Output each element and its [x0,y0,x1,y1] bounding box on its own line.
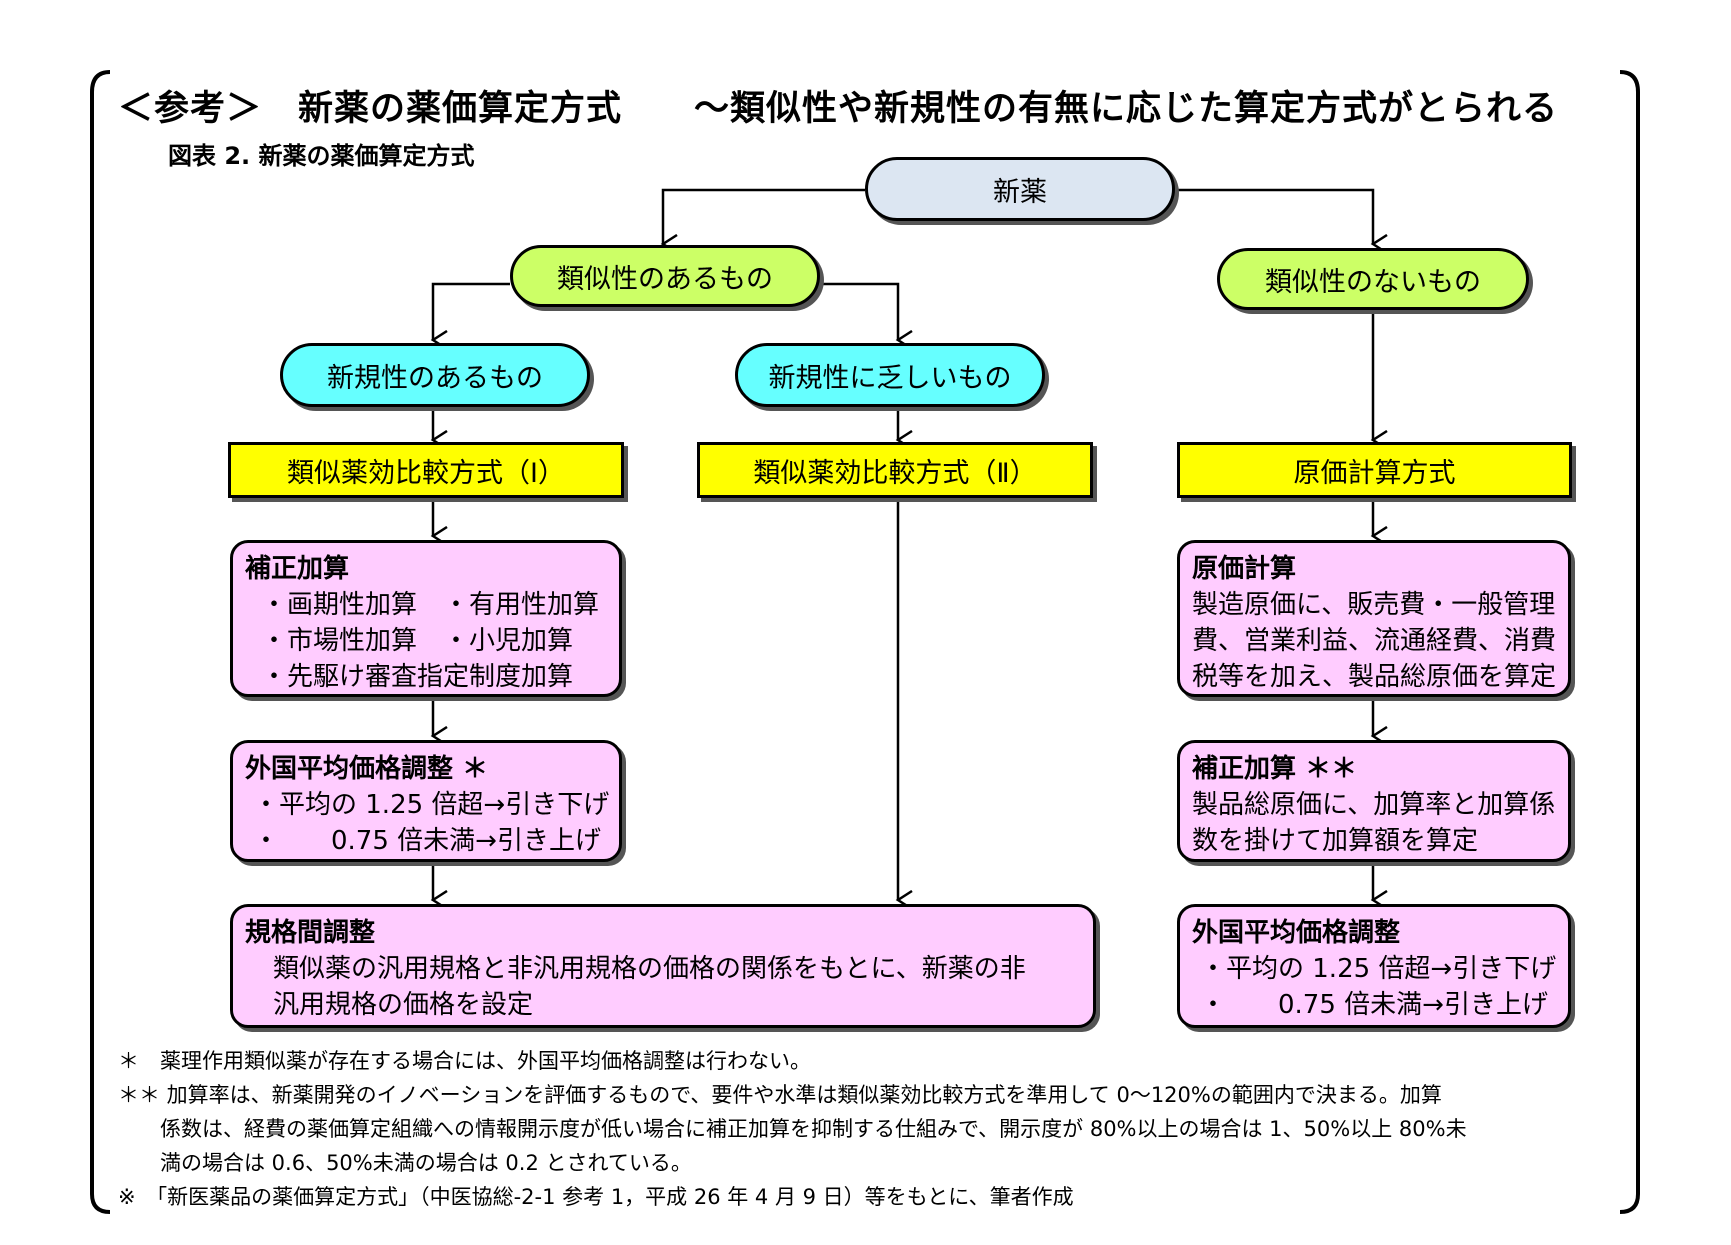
box-heading: 規格間調整 [245,918,376,948]
box-line: ・画期性加算 ・有用性加算 [261,590,600,620]
box-line: ・先駆け審査指定制度加算 [261,662,574,692]
box-standard-adjustment: 規格間調整 類似薬の汎用規格と非汎用規格の価格の関係をもとに、新薬の非 汎用規格… [230,904,1096,1028]
box-line: 製造原価に、販売費・一般管理 [1192,590,1556,620]
method-similar-efficacy-2: 類似薬効比較方式（Ⅱ） [697,442,1093,498]
arrow-similar-lownovel [820,282,898,340]
page-title: ＜参考＞ 新薬の薬価算定方式 ～類似性や新規性の有無に応じた算定方式がとられる [118,89,1559,129]
node-root: 新薬 [865,157,1175,221]
box-heading: 補正加算 ＊＊ [1192,754,1358,784]
arrow-similar-novel [433,282,510,340]
box-heading: 外国平均価格調整 [1192,918,1401,948]
box-correction-addition: 補正加算 ・画期性加算 ・有用性加算 ・市場性加算 ・小児加算 ・先駆け審査指定… [230,540,622,697]
arrow-root-nonsimilar [1175,188,1373,244]
node-similar-no: 類似性のないもの [1217,248,1529,310]
method-cost-calculation: 原価計算方式 [1177,442,1572,498]
node-novel-low: 新規性に乏しいもの [735,343,1045,407]
left-bracket [90,70,111,1214]
method-similar-efficacy-1: 類似薬効比較方式（Ⅰ） [228,442,624,498]
box-foreign-price-adjustment-1: 外国平均価格調整 ＊ ・平均の 1.25 倍超→引き下げ ・ 0.75 倍未満→… [230,740,622,862]
footnote-double-asterisk-1: ＊＊ 加算率は、新薬開発のイノベーションを評価するもので、要件や水準は類似薬効比… [118,1083,1442,1107]
box-line: ・市場性加算 ・小児加算 [261,626,574,656]
footnote-asterisk: ＊ 薬理作用類似薬が存在する場合には、外国平均価格調整は行わない。 [118,1049,811,1073]
box-line: 類似薬の汎用規格と非汎用規格の価格の関係をもとに、新薬の非 [273,954,1026,984]
box-correction-addition-2: 補正加算 ＊＊ 製品総原価に、加算率と加算係 数を掛けて加算額を算定 [1177,740,1571,862]
box-line: ・ 0.75 倍未満→引き上げ [1200,990,1548,1020]
node-similar-yes: 類似性のあるもの [510,245,820,307]
box-heading: 外国平均価格調整 ＊ [245,754,489,784]
footnote-double-asterisk-2: 係数は、経費の薬価算定組織への情報開示度が低い場合に補正加算を抑制する仕組みで、… [118,1117,1467,1141]
right-bracket [1619,70,1640,1214]
figure-caption: 図表 2. 新薬の薬価算定方式 [168,142,475,170]
box-cost-calculation: 原価計算 製造原価に、販売費・一般管理 費、営業利益、流通経費、消費 税等を加え… [1177,540,1571,697]
box-line: 数を掛けて加算額を算定 [1192,826,1479,856]
box-line: 費、営業利益、流通経費、消費 [1192,626,1557,656]
box-line: 汎用規格の価格を設定 [273,990,534,1020]
box-heading: 原価計算 [1192,554,1297,584]
box-line: 税等を加え、製品総原価を算定 [1192,662,1557,692]
box-line: ・平均の 1.25 倍超→引き下げ [253,790,610,820]
box-line: ・平均の 1.25 倍超→引き下げ [1200,954,1557,984]
box-line: 製品総原価に、加算率と加算係 [1192,790,1556,820]
box-heading: 補正加算 [245,554,350,584]
box-line: ・ 0.75 倍未満→引き上げ [253,826,601,856]
node-novel-yes: 新規性のあるもの [280,343,590,407]
box-foreign-price-adjustment-2: 外国平均価格調整 ・平均の 1.25 倍超→引き下げ ・ 0.75 倍未満→引き… [1177,904,1571,1028]
footnote-double-asterisk-3: 満の場合は 0.6、50%未満の場合は 0.2 とされている。 [118,1151,692,1175]
footnote-source: ※ 「新医薬品の薬価算定方式」（中医協総-2-1 参考 1，平成 26 年 4 … [118,1185,1074,1209]
arrow-root-similar [663,188,865,244]
